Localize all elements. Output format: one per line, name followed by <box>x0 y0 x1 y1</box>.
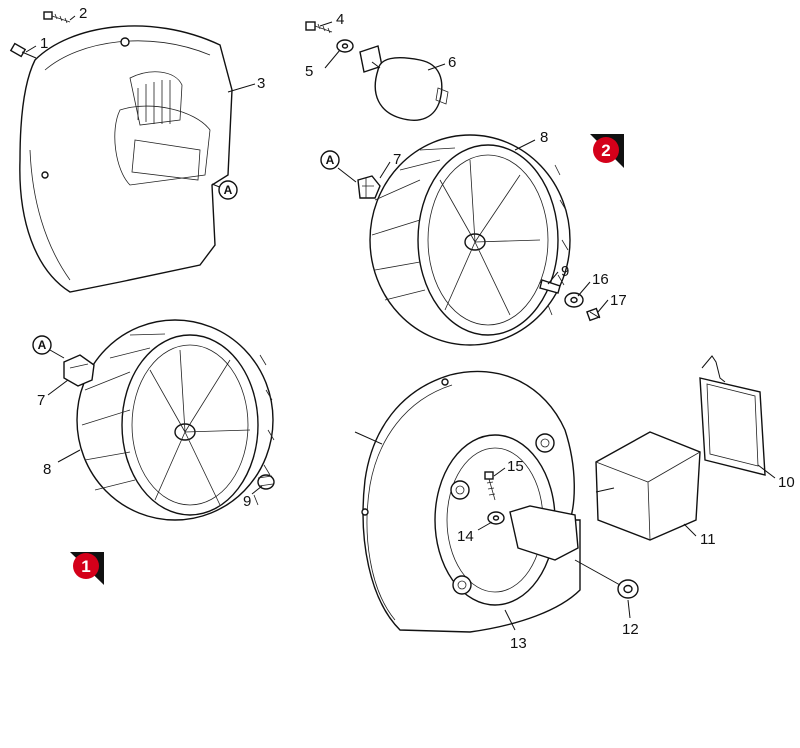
blower-housing-part-3 <box>19 25 233 293</box>
callout-9-bottom: 9 <box>243 493 251 510</box>
callout-13: 13 <box>510 635 527 652</box>
callout-17: 17 <box>610 292 627 309</box>
hub-part-7-top <box>357 175 381 199</box>
hub-part-7-bottom <box>63 354 95 387</box>
callout-2: 2 <box>79 5 87 22</box>
callout-10: 10 <box>778 474 795 491</box>
svg-text:A: A <box>224 183 233 197</box>
pin-part-9-top <box>539 279 561 294</box>
ref-marker-a-1: A <box>218 180 238 200</box>
screw-part-17 <box>586 307 601 322</box>
callout-7-bottom: 7 <box>37 392 45 409</box>
callout-numbers: 1 2 3 4 5 6 7 8 9 16 17 7 8 9 10 11 12 1… <box>37 5 795 652</box>
screw-part-2 <box>43 11 71 24</box>
nut-part-9-bottom <box>257 474 275 490</box>
callout-11: 11 <box>700 531 716 548</box>
callout-3: 3 <box>257 75 265 92</box>
ref-marker-a-2: A <box>320 150 340 170</box>
svg-text:1: 1 <box>81 557 90 576</box>
fan-wheel-part-8-top <box>369 134 571 346</box>
filter-frame-part-10 <box>699 355 766 476</box>
callout-5: 5 <box>305 63 313 80</box>
callout-6: 6 <box>448 54 456 71</box>
callout-12: 12 <box>622 621 639 638</box>
svg-text:A: A <box>38 338 47 352</box>
svg-text:A: A <box>326 153 335 167</box>
motor-part-6 <box>359 45 449 121</box>
svg-text:2: 2 <box>601 141 610 160</box>
washer-part-14 <box>487 511 505 525</box>
washer-part-16 <box>564 292 584 308</box>
screw-part-15 <box>484 471 496 501</box>
leader-lines <box>25 15 776 631</box>
ref-marker-a-3: A <box>32 335 52 355</box>
callout-8-top: 8 <box>540 129 548 146</box>
callout-8-bottom: 8 <box>43 461 51 478</box>
callout-7-top: 7 <box>393 151 401 168</box>
callout-1: 1 <box>40 35 48 52</box>
callout-4: 4 <box>336 11 344 28</box>
washer-part-5 <box>336 39 354 53</box>
cover-plate-part-13 <box>361 370 581 633</box>
screw-part-1 <box>9 42 37 59</box>
callout-16: 16 <box>592 271 609 288</box>
group-badge-2: 2 <box>590 134 624 168</box>
callout-15: 15 <box>507 458 524 475</box>
group-badge-1: 1 <box>70 552 104 585</box>
callout-14: 14 <box>457 528 474 545</box>
fan-wheel-part-8-bottom <box>76 319 275 521</box>
grommet-part-12 <box>617 579 639 599</box>
screw-part-4 <box>305 21 333 34</box>
filter-part-11 <box>595 431 701 541</box>
callout-9-top: 9 <box>561 263 569 280</box>
